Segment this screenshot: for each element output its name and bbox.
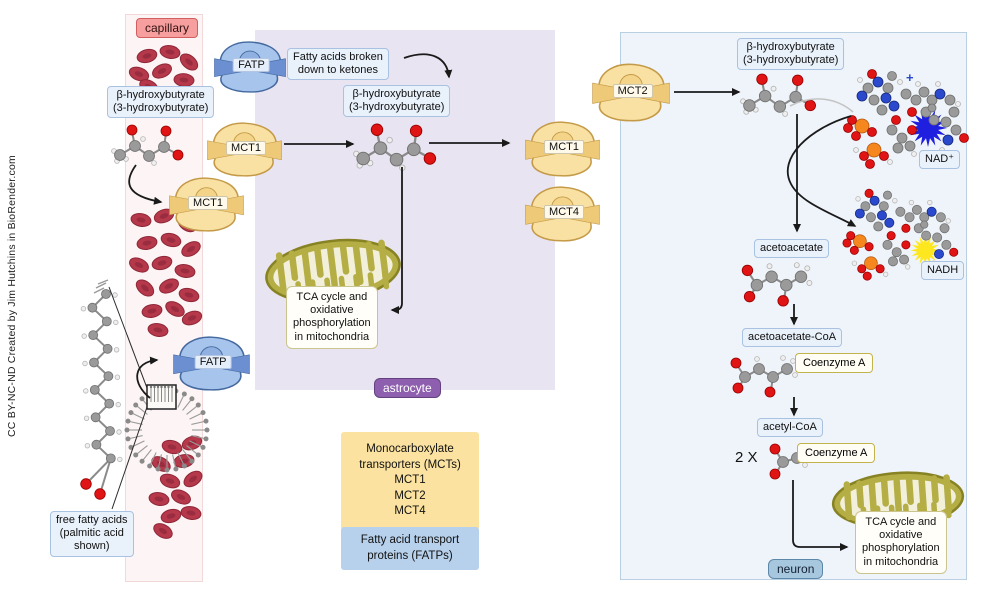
bhb-label-capillary: β-hydroxybutyrate (3-hydroxybutyrate) [107,86,215,119]
mct1-transporter-label: MCT1 [544,140,585,155]
fatp-transporter-label: FATP [233,58,270,73]
acetyl-coa-label: acetyl-CoA [757,418,823,438]
multiplier-text: 2 X [735,449,758,466]
bhb-label-astrocyte: β-hydroxybutyrate (3-hydroxybutyrate) [343,85,451,118]
fatty-acids-note: Fatty acids broken down to ketones [287,48,389,81]
tca-note-neuron: TCA cycle and oxidative phosphorylation … [855,511,947,574]
mct2-transporter-label: MCT2 [612,83,653,98]
astrocyte-tag: astrocyte [374,378,441,398]
tca-note-astrocyte: TCA cycle and oxidative phosphorylation … [286,286,378,349]
mct4-transporter-label: MCT4 [544,205,585,220]
fatty-acid-chain [80,279,123,500]
acetoacetate-coa-label: acetoacetate-CoA [742,328,843,348]
fatp-transporter-label: FATP [194,354,232,369]
legend-fatp-box: Fatty acid transport proteins (FATPs) [341,527,479,571]
nadh-label: NADH [921,261,965,281]
mct4-transporter-astrocyte: MCT4 [524,185,601,243]
mct1-transporter-capillary-upper: MCT1 [206,121,283,178]
mct1-transporter-capillary-lower: MCT1 [168,176,245,233]
mct2-transporter-neuron: MCT2 [591,62,671,123]
coenzyme-a-label: Coenzyme A [795,353,874,373]
capillary-tag: capillary [136,18,199,38]
neuron-region [620,32,967,580]
credit-text: CC BY-NC-ND Created by Jim Hutchins in B… [6,154,18,437]
legend-mct-box: Monocarboxylate transporters (MCTs) MCT1… [341,432,479,530]
fatp-transporter-capillary: FATP [213,40,287,94]
mct1-transporter-astrocyte: MCT1 [524,120,601,178]
bhb-label-neuron: β-hydroxybutyrate (3-hydroxybutyrate) [737,38,845,71]
acetoacetate-label: acetoacetate [754,239,829,259]
mct1-transporter-label: MCT1 [226,140,267,155]
nad-plus-label: NAD⁺ [919,150,961,170]
free-fatty-acids-label: free fatty acids (palmitic acid shown) [50,511,134,557]
fatp-transporter-lower: FATP [172,335,251,392]
neuron-tag: neuron [768,559,824,579]
coenzyme-a-label-2: Coenzyme A [797,443,876,463]
mct1-transporter-label: MCT1 [188,195,229,210]
